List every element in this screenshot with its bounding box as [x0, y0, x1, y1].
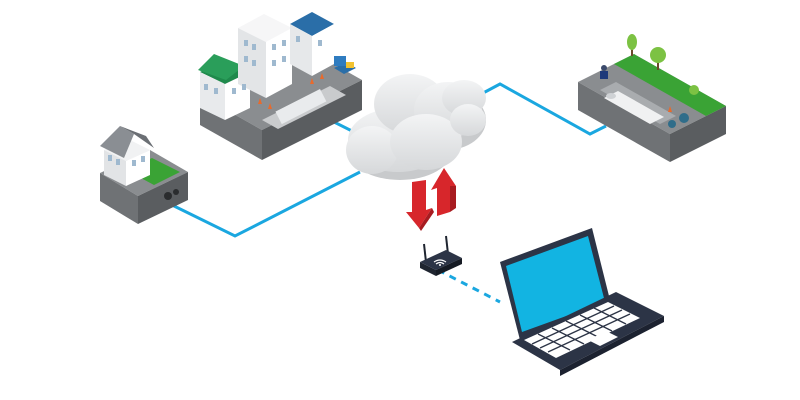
- wifi-router-icon: [420, 235, 462, 276]
- pipe-outlet-icon: [164, 192, 172, 200]
- sewer-pipe-icon: [604, 91, 664, 124]
- download-arrow-icon: [406, 180, 434, 231]
- link-router-laptop: [437, 268, 501, 304]
- traffic-cones: [258, 73, 324, 109]
- laptop-keys: [531, 305, 631, 353]
- link-house-cloud: [171, 170, 361, 238]
- buildings-icon: [198, 12, 334, 120]
- laptop-icon: [500, 228, 664, 376]
- excavator-icon: [334, 56, 356, 74]
- link-sewer-cloud: [469, 82, 607, 136]
- pipe-trench: [275, 88, 327, 125]
- laptop-trackpad: [588, 331, 618, 346]
- cloud-icon: [346, 74, 486, 180]
- town-block: [198, 12, 362, 160]
- data-transfer-arrows: [406, 168, 456, 231]
- house-block: [100, 126, 188, 224]
- laptop-screen: [506, 236, 605, 332]
- house-icon: [100, 126, 154, 186]
- manhole-icon: [679, 113, 689, 123]
- sewer-block: [578, 34, 726, 162]
- worker-icon: [600, 65, 608, 79]
- upload-arrow-icon: [431, 168, 456, 216]
- tree-icon: [627, 34, 699, 95]
